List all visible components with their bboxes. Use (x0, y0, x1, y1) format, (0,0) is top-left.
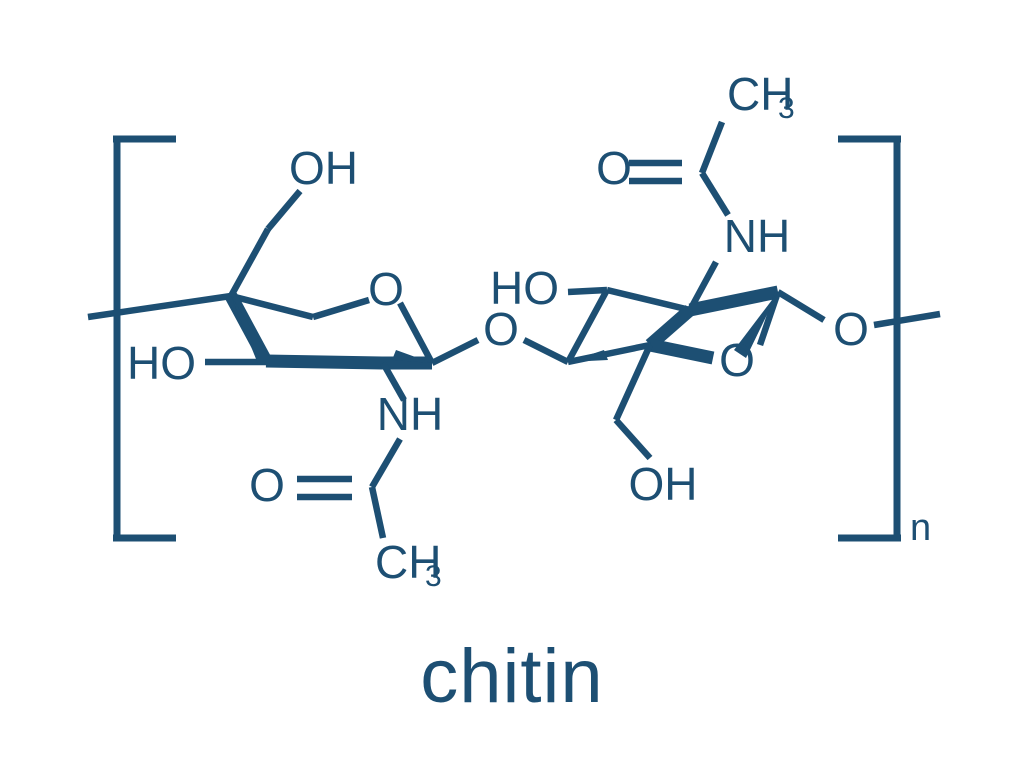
left-amide-carbonyl-oxygen-label: O (249, 459, 285, 511)
right-anomeric-bond (776, 289, 826, 323)
left-acetamido-group (297, 437, 403, 539)
polymer-bracket-right (838, 135, 901, 542)
svg-text:3: 3 (778, 92, 795, 125)
left-hydroxymethyl-bond (228, 188, 303, 298)
left-c2-amide-bond (380, 361, 407, 402)
right-amide-carbonyl-oxygen-label: O (596, 142, 632, 194)
right-amide-methyl-label: CH 3 (727, 68, 795, 125)
svg-text:3: 3 (425, 560, 442, 593)
open-bond-right (873, 310, 941, 329)
right-hydroxymethyl-oh-label: OH (629, 458, 698, 510)
polymer-bracket-left (113, 135, 176, 542)
stereo-wedges (231, 292, 778, 364)
left-hydroxymethyl-oh-label: OH (289, 142, 358, 194)
right-pyranose-ring (565, 285, 782, 366)
left-amide-nh-label: NH (377, 388, 443, 440)
right-acetamido-group (629, 120, 731, 217)
svg-text:CH: CH (727, 68, 793, 120)
molecule-name-label: chitin (420, 634, 603, 719)
right-amide-nh-label: NH (724, 210, 790, 262)
right-c3-hydroxyl-label: HO (490, 262, 559, 314)
left-amide-methyl-label: CH 3 (375, 536, 442, 593)
open-bond-left (87, 292, 232, 321)
right-ring-oxygen-label: O (719, 334, 755, 386)
glycosidic-bridge-oxygen-label: O (483, 303, 519, 355)
glycosidic-linkage-bonds (430, 337, 570, 366)
left-c3-hydroxyl-label: HO (127, 337, 196, 389)
right-terminal-oxygen-label: O (833, 303, 869, 355)
right-c2-amide-bond (687, 260, 719, 312)
polymer-subscript-n: n (910, 507, 931, 549)
right-hydroxymethyl-bond (613, 343, 653, 461)
svg-text:CH: CH (375, 536, 441, 588)
left-ring-oxygen-label: O (368, 263, 404, 315)
right-c3-hydroxyl-bond (567, 286, 608, 296)
